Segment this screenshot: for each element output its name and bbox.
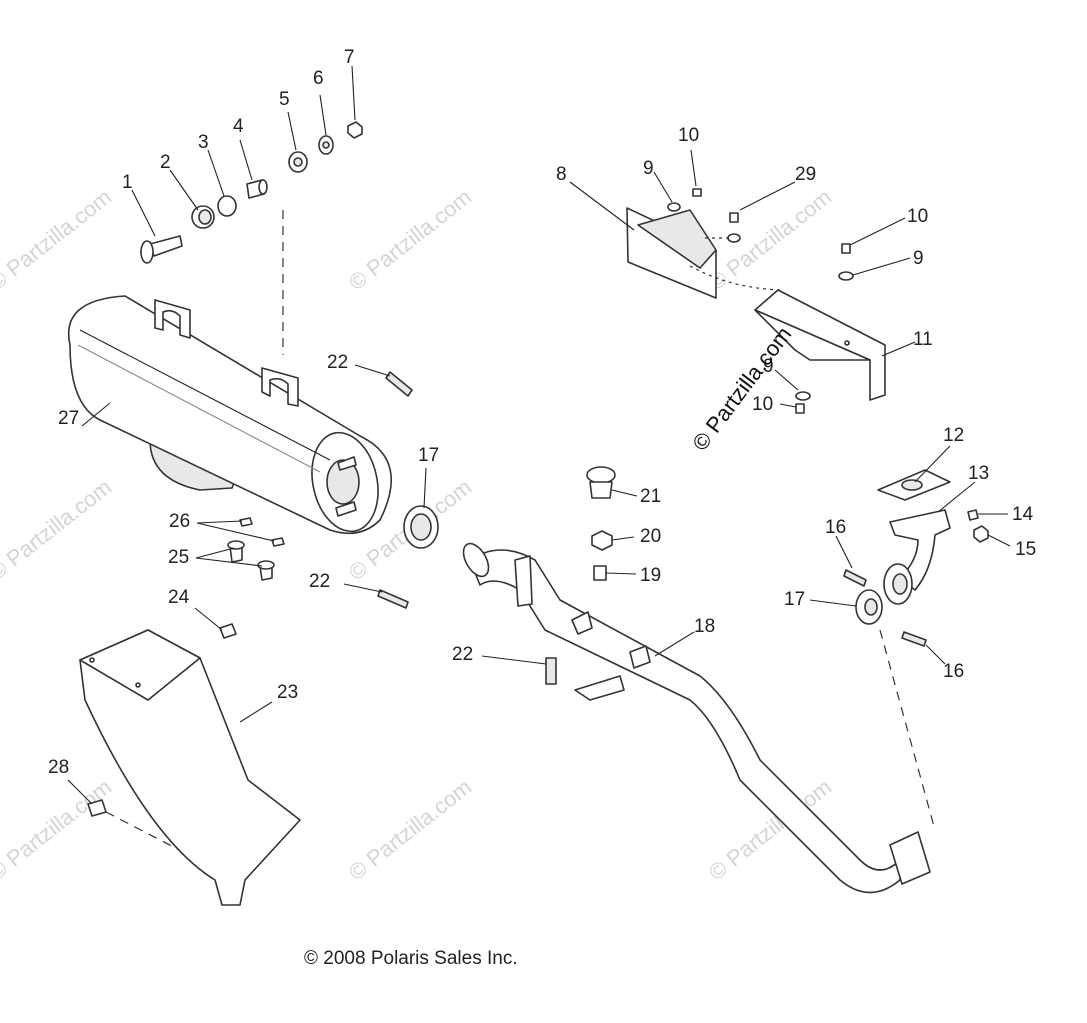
exhaust-pipe-18	[462, 542, 931, 894]
gasket-12	[877, 469, 951, 501]
callout-3: 3	[198, 132, 209, 153]
bumper-21	[586, 466, 616, 499]
callout-16: 16	[825, 517, 846, 538]
callout-2: 2	[160, 152, 171, 173]
callout-27: 27	[58, 408, 79, 429]
callout-1: 1	[122, 172, 133, 193]
spring-22	[385, 371, 413, 397]
callout-6: 6	[313, 68, 324, 89]
callout-7: 7	[344, 47, 355, 68]
callout-13: 13	[968, 463, 989, 484]
washer-9	[667, 202, 681, 212]
callout-18: 18	[694, 616, 715, 637]
copyright-notice: © 2008 Polaris Sales Inc.	[304, 948, 518, 969]
nut-15	[973, 525, 989, 543]
spring-16	[901, 631, 927, 647]
callout-22: 22	[452, 644, 473, 665]
bolt-1	[140, 235, 183, 264]
bolt-10	[692, 188, 702, 197]
callout-17: 17	[418, 445, 439, 466]
callout-17: 17	[784, 589, 805, 610]
spring-16	[843, 569, 867, 587]
callout-10: 10	[907, 206, 928, 227]
callout-10: 10	[678, 125, 699, 146]
washer-9	[838, 271, 854, 281]
callout-9: 9	[763, 356, 774, 377]
callout-20: 20	[640, 526, 661, 547]
nut-26	[239, 517, 253, 527]
washer-6	[318, 135, 334, 155]
washer-9	[795, 391, 811, 401]
seal-17	[855, 589, 883, 625]
callout-14: 14	[1012, 504, 1034, 525]
muffler	[67, 295, 393, 535]
callout-29: 29	[795, 164, 816, 185]
callout-24: 24	[168, 587, 190, 608]
nut-20	[591, 530, 613, 551]
callout-26: 26	[169, 511, 190, 532]
stud-25	[227, 540, 245, 563]
bolt-10	[795, 403, 805, 414]
callout-25: 25	[168, 547, 189, 568]
callout-15: 15	[1015, 539, 1036, 560]
callout-22: 22	[309, 571, 330, 592]
callout-12: 12	[943, 425, 964, 446]
nut-26	[271, 537, 285, 547]
callout-28: 28	[48, 757, 69, 778]
callout-5: 5	[279, 89, 290, 110]
callout-22: 22	[327, 352, 348, 373]
callout-10: 10	[752, 394, 773, 415]
callout-9: 9	[913, 248, 924, 269]
callout-19: 19	[640, 565, 661, 586]
callout-9: 9	[643, 158, 654, 179]
stud-25	[257, 560, 275, 581]
bolt-29	[729, 212, 739, 223]
callout-4: 4	[233, 116, 244, 137]
washer-14	[967, 509, 979, 521]
washer-5	[288, 151, 308, 173]
bolt-19	[593, 565, 607, 581]
seal-17	[403, 505, 439, 549]
leader-lines	[67, 65, 1011, 805]
head-pipe-13	[883, 509, 951, 605]
callouts: 1 2 3 4 5 6 7 8 9 10 29 10 9 11 9 10 12 …	[48, 47, 1036, 778]
callout-21: 21	[640, 486, 661, 507]
bolt-24	[219, 623, 237, 639]
callout-23: 23	[277, 682, 298, 703]
callout-11: 11	[913, 329, 933, 350]
washer-9	[727, 233, 741, 243]
nut-7	[347, 121, 363, 139]
spacer-4	[246, 179, 268, 199]
callout-8: 8	[556, 164, 567, 185]
heat-shield-8	[626, 207, 717, 299]
bolt-10	[841, 243, 851, 254]
shield-23	[79, 629, 301, 906]
bushing-2	[191, 205, 215, 229]
spring-22	[545, 657, 557, 685]
callout-16: 16	[943, 661, 964, 682]
spring-22	[377, 589, 409, 609]
ring-3	[217, 195, 237, 217]
